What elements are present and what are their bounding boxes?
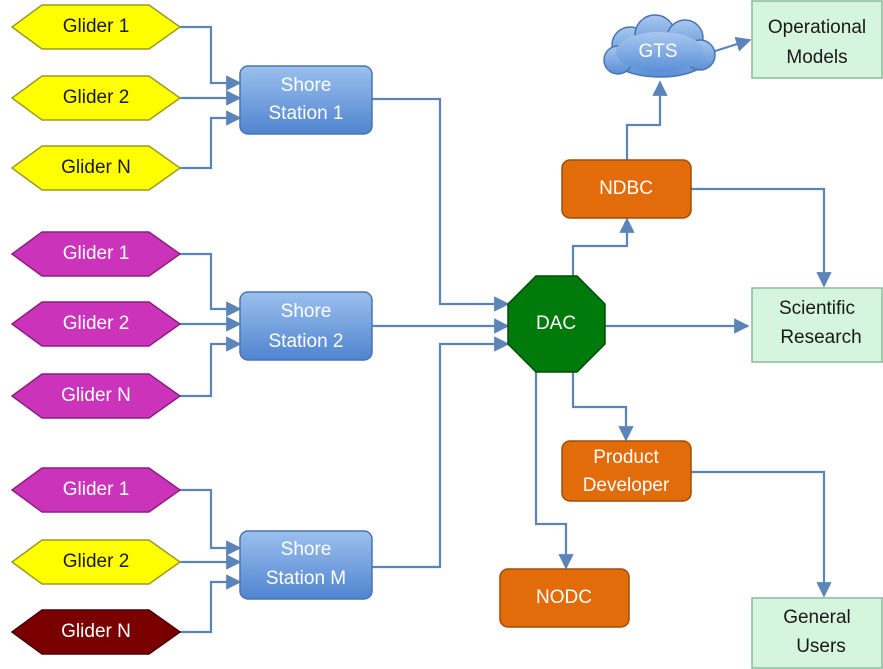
product-developer-line1: Product xyxy=(593,447,659,468)
glider-label: Glider N xyxy=(61,157,131,178)
glider-label: Glider 2 xyxy=(63,87,130,108)
operational-models-node: Operational Models xyxy=(751,0,883,79)
ndbc-node: NDBC xyxy=(561,159,692,219)
product-developer-line2: Developer xyxy=(583,475,670,496)
connector-glidernB-shore2 xyxy=(180,336,242,398)
glider-group-3: Glider 1 Glider 2 Glider N xyxy=(10,467,182,655)
glider-label: Glider N xyxy=(61,385,131,406)
shore-station-1: Shore Station 1 xyxy=(239,65,373,135)
glider-node: Glider N xyxy=(10,373,182,419)
glider-label: Glider 1 xyxy=(63,16,130,37)
glider-node: Glider 1 xyxy=(10,467,182,513)
ndbc-label: NDBC xyxy=(599,178,653,199)
connector-ndbc-gts xyxy=(625,80,668,160)
shore-station-m: Shore Station M xyxy=(239,530,373,600)
scientific-research-line2: Research xyxy=(780,327,861,348)
glider-label: Glider 2 xyxy=(63,313,130,334)
glider-group-2: Glider 1 Glider 2 Glider N xyxy=(10,231,182,419)
general-users-line1: General xyxy=(783,607,851,628)
connector-glider1c-shoreM xyxy=(180,488,242,556)
connectors xyxy=(180,25,832,634)
connector-glider1b-shore2 xyxy=(180,252,242,317)
connector-dac-product xyxy=(571,372,634,442)
nodc-label: NODC xyxy=(536,587,592,608)
glider-node: Glider 1 xyxy=(10,4,182,50)
gts-label: GTS xyxy=(638,41,677,62)
glider-node: Glider 2 xyxy=(10,539,182,585)
shore-station-line1: Shore xyxy=(281,75,332,96)
operational-models-line2: Models xyxy=(786,47,847,68)
glider-node: Glider 1 xyxy=(10,231,182,277)
connector-glider1a-shore1 xyxy=(180,25,242,91)
shore-station-line1: Shore xyxy=(281,539,332,560)
glider-label: Glider 2 xyxy=(63,551,130,572)
dac-node: DAC xyxy=(507,275,606,373)
product-developer-node: Product Developer xyxy=(561,440,692,502)
glider-node: Glider N xyxy=(10,609,182,655)
glider-node: Glider N xyxy=(10,145,182,191)
connector-shoreM-dac xyxy=(372,336,510,569)
scientific-research-line1: Scientific xyxy=(779,298,855,319)
shore-station-line2: Station 1 xyxy=(269,103,344,124)
glider-node: Glider 2 xyxy=(10,301,182,347)
connector-gts-operational xyxy=(711,36,752,54)
general-users-line2: Users xyxy=(796,636,846,657)
connector-glidernC-shoreM xyxy=(180,574,242,634)
operational-models-line1: Operational xyxy=(768,17,866,38)
shore-station-2: Shore Station 2 xyxy=(239,291,373,361)
general-users-node: General Users xyxy=(751,597,883,669)
connector-glidernA-shore1 xyxy=(180,110,242,170)
connector-dac-nodc xyxy=(534,350,574,570)
nodc-node: NODC xyxy=(499,568,630,628)
connector-dac-ndbc xyxy=(571,217,635,276)
glider-label: Glider 1 xyxy=(63,243,130,264)
glider-label: Glider N xyxy=(61,621,131,642)
connector-product-general xyxy=(690,470,832,598)
shore-station-line1: Shore xyxy=(281,301,332,322)
glider-node: Glider 2 xyxy=(10,75,182,121)
dac-label: DAC xyxy=(536,313,576,334)
scientific-research-node: Scientific Research xyxy=(751,287,883,363)
shore-station-line2: Station M xyxy=(266,568,346,589)
glider-label: Glider 1 xyxy=(63,479,130,500)
connector-shore1-dac xyxy=(372,97,510,312)
connector-ndbc-scientific xyxy=(691,187,832,288)
gts-cloud-node: GTS xyxy=(603,14,716,78)
shore-station-line2: Station 2 xyxy=(269,331,344,352)
glider-group-1: Glider 1 Glider 2 Glider N xyxy=(10,4,182,191)
